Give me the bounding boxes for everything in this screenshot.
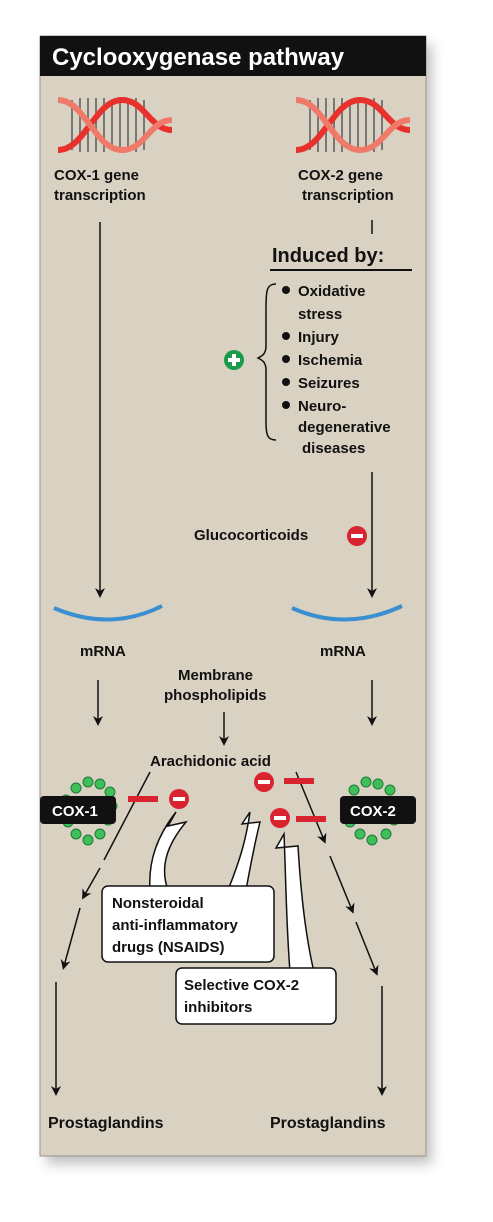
cox1-enzyme-label: COX-1 [52, 803, 98, 820]
induced-item-seizures: Seizures [298, 375, 360, 392]
cox1-prostaglandins-label: Prostaglandins [48, 1115, 164, 1132]
cox1-enzyme-badge [40, 796, 116, 824]
cox2-gene-label: COX-2 gene [298, 167, 383, 184]
induced-heading: Induced by: [272, 245, 384, 267]
title-text: Cyclooxygenase pathway [52, 44, 345, 71]
nsaids-line2: anti-inflammatory [112, 917, 239, 934]
induced-item-oxidative: Oxidative [298, 283, 366, 300]
bullet [282, 332, 290, 340]
nsaids-callout: Nonsteroidal anti-inflammatory drugs (NS… [101, 811, 275, 963]
induced-item-neuro: Neuro- [298, 398, 346, 415]
nsaid-cox2-inhibition-bar [284, 778, 314, 784]
cox2-mrna-label: mRNA [320, 643, 366, 660]
nsaids-line1: Nonsteroidal [112, 895, 204, 912]
glucocorticoids-minus-icon [347, 526, 367, 546]
induced-item-diseases: diseases [302, 440, 365, 457]
cox2-enzyme-label: COX-2 [350, 803, 396, 820]
selective-line1: Selective COX-2 [184, 977, 299, 994]
induced-item-ischemia: Ischemia [298, 352, 363, 369]
induced-item-stress: stress [298, 306, 342, 323]
mrna-strand-cox1 [53, 604, 163, 622]
glucocorticoids-label: Glucocorticoids [194, 527, 308, 544]
cox1-transcription-label: transcription [54, 187, 146, 204]
selective-line2: inhibitors [184, 999, 252, 1016]
nsaid-inhibition-bar [128, 796, 158, 802]
title-bar [40, 36, 426, 76]
selective-inhibition-bar [296, 816, 326, 822]
induce-plus-icon [224, 350, 244, 370]
induced-item-degenerative: degenerative [298, 419, 391, 436]
cox1-gene-label: COX-1 gene [54, 167, 139, 184]
selective-minus-icon [270, 808, 290, 828]
phospholipids-label: phospholipids [164, 687, 267, 704]
bullet [282, 378, 290, 386]
mrna-strand-cox2 [291, 604, 403, 622]
cox2-prostaglandins-label: Prostaglandins [270, 1115, 386, 1132]
dna-icon-cox2 [295, 96, 411, 154]
bullet [282, 286, 290, 294]
membrane-label: Membrane [178, 667, 253, 684]
cox2-enzyme-badge [340, 796, 416, 824]
nsaid-cox2-minus-icon [254, 772, 274, 792]
nsaids-line3: drugs (NSAIDS) [112, 939, 225, 956]
dna-icon-cox1 [57, 96, 173, 154]
induced-item-injury: Injury [298, 329, 339, 346]
arachidonic-acid-label: Arachidonic acid [150, 753, 271, 770]
cox2-transcription-label: transcription [302, 187, 394, 204]
nsaid-minus-icon [169, 789, 189, 809]
bullet [282, 355, 290, 363]
induced-brace [256, 283, 277, 441]
cox1-mrna-label: mRNA [80, 643, 126, 660]
cox1-reaction-path [60, 771, 151, 970]
bullet [282, 401, 290, 409]
selective-cox2-callout: Selective COX-2 inhibitors [175, 831, 337, 1025]
